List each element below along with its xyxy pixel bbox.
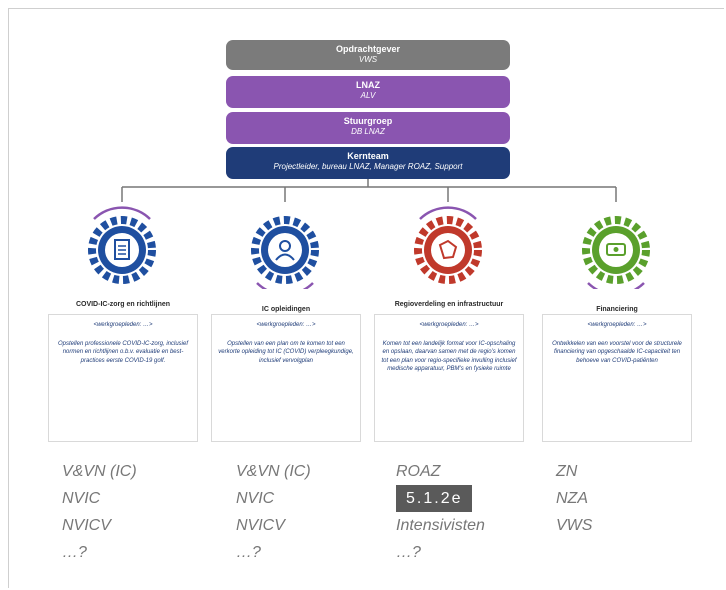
member-item: …? <box>236 544 261 561</box>
member-item: VWS <box>556 517 593 534</box>
gear-money-icon <box>582 216 650 289</box>
card-text: Ontwikkelen van een voorstel voor de str… <box>552 340 682 364</box>
opdrachtgever-box: Opdrachtgever VWS <box>226 40 510 70</box>
member-item: NVIC <box>62 490 101 507</box>
column-title-regioverdeling: Regioverdeling en infrastructuur <box>394 301 504 308</box>
lnaz-sub: ALV <box>360 91 376 100</box>
card-header: <werkgroepleden: …> <box>419 322 479 328</box>
kernteam-box: Kernteam Projectleider, bureau LNAZ, Man… <box>226 147 510 179</box>
card-covid-zorg: <werkgroepleden: …> Opstellen profession… <box>48 314 198 442</box>
opdrachtgever-sub: VWS <box>358 55 378 64</box>
stuurgroep-box: Stuurgroep DB LNAZ <box>226 112 510 144</box>
members-regioverdeling: ROAZ 5.1.2e Intensivisten …? <box>396 458 485 566</box>
card-header: <werkgroepleden: …> <box>587 322 647 328</box>
member-item: …? <box>396 544 421 561</box>
lnaz-title: LNAZ <box>356 80 380 90</box>
member-item: V&VN (IC) <box>236 463 311 480</box>
card-ic-opleidingen: <werkgroepleden: …> Opstellen van een pl… <box>211 314 361 442</box>
member-item: …? <box>62 544 87 561</box>
member-item: ZN <box>556 463 578 480</box>
gear-clipboard-icon <box>88 206 156 284</box>
gear-nurse-icon <box>251 216 319 289</box>
member-item: NVICV <box>62 517 111 534</box>
kernteam-sub: Projectleider, bureau LNAZ, Manager ROAZ… <box>273 162 463 171</box>
card-financiering: <werkgroepleden: …> Ontwikkelen van een … <box>542 314 692 442</box>
members-financiering: ZN NZA VWS <box>556 458 592 539</box>
stuurgroep-sub: DB LNAZ <box>351 127 385 136</box>
card-header: <werkgroepleden: …> <box>93 322 153 328</box>
kernteam-title: Kernteam <box>347 151 389 161</box>
member-item: NVIC <box>236 490 275 507</box>
member-item: NVICV <box>236 517 285 534</box>
members-ic-opleidingen: V&VN (IC) NVIC NVICV …? <box>236 458 311 566</box>
column-title-covid-zorg: COVID-IC-zorg en richtlijnen <box>75 301 171 308</box>
card-text: Komen tot een landelijk format voor IC-o… <box>381 340 517 373</box>
card-text: Opstellen van een plan om te komen tot e… <box>218 340 354 364</box>
card-text: Opstellen professionele COVID-IC-zorg, i… <box>57 340 189 364</box>
member-item: Intensivisten <box>396 517 485 534</box>
lnaz-box: LNAZ ALV <box>226 76 510 108</box>
member-item: NZA <box>556 490 588 507</box>
member-item: V&VN (IC) <box>62 463 137 480</box>
stuurgroep-title: Stuurgroep <box>343 116 393 126</box>
redacted-member: 5.1.2e <box>396 485 473 512</box>
gear-region-icon <box>414 206 482 284</box>
column-title-financiering: Financiering <box>596 306 638 313</box>
column-title-ic-opleidingen: IC opleidingen <box>261 306 311 313</box>
member-item: ROAZ <box>396 463 441 480</box>
card-header: <werkgroepleden: …> <box>256 322 316 328</box>
members-covid-zorg: V&VN (IC) NVIC NVICV …? <box>62 458 137 566</box>
opdrachtgever-title: Opdrachtgever <box>335 44 401 54</box>
diagram-frame <box>8 8 724 588</box>
card-regioverdeling: <werkgroepleden: …> Komen tot een landel… <box>374 314 524 442</box>
